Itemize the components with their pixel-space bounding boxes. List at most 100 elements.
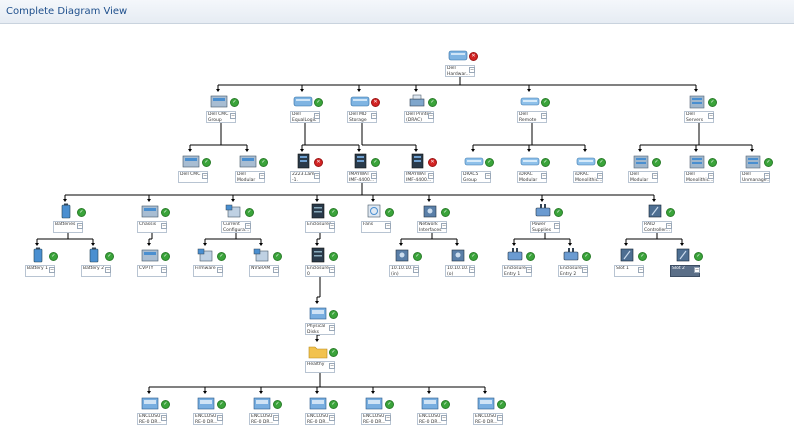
node-label: Battery 2 [81, 265, 111, 277]
diagram-node[interactable]: ✕Dell MD Storage A...− [347, 93, 381, 141]
collapse-toggle[interactable]: − [105, 267, 111, 273]
diagram-node[interactable]: ✓Enclosures− [305, 203, 339, 251]
diagram-node[interactable]: ✓ENCLOSU RE-0 DR...− [193, 395, 227, 443]
diagram-node[interactable]: ✕IMAYWAT IMF-4400...− [404, 153, 438, 201]
diagram-node[interactable]: ✓Dell CMC Group− [206, 93, 240, 141]
collapse-toggle[interactable]: − [441, 415, 447, 421]
collapse-toggle[interactable]: − [638, 267, 644, 273]
collapse-toggle[interactable]: − [652, 173, 658, 179]
collapse-toggle[interactable]: − [329, 267, 335, 273]
collapse-toggle[interactable]: − [77, 223, 83, 229]
collapse-toggle[interactable]: − [314, 173, 320, 179]
collapse-toggle[interactable]: − [217, 267, 223, 273]
diagram-node[interactable]: ✕2223.Lam -1. VECOL...− [290, 153, 324, 201]
collapse-toggle[interactable]: − [526, 267, 532, 273]
disk-icon [251, 395, 273, 411]
connector-arrow [315, 339, 319, 342]
collapse-toggle[interactable]: − [245, 223, 251, 229]
collapse-toggle[interactable]: − [428, 113, 434, 119]
diagram-node[interactable]: ✓iDRAC Modular G...− [517, 153, 551, 201]
collapse-toggle[interactable]: − [202, 173, 208, 179]
diagram-node[interactable]: ✓CVPTY− [137, 247, 171, 295]
diagram-node[interactable]: ✕Dell Hardwar...− [445, 47, 479, 95]
collapse-toggle[interactable]: − [541, 113, 547, 119]
diagram-node[interactable]: ✓Dell Printer (DRAC)− [404, 93, 438, 141]
diagram-node[interactable]: ✓10.10.10.1 (in)− [389, 247, 423, 295]
collapse-toggle[interactable]: − [694, 267, 700, 273]
collapse-toggle[interactable]: − [582, 267, 588, 273]
diagram-node[interactable]: ✓Dell Servers− [684, 93, 718, 141]
diagram-node[interactable]: ✓Battery 2− [81, 247, 115, 295]
diagram-node[interactable]: ✓Dell Monolithic...− [684, 153, 718, 201]
collapse-toggle[interactable]: − [161, 267, 167, 273]
diagram-node[interactable]: ✓Chassis− [137, 203, 171, 251]
diagram-node[interactable]: ✓iDRAC Monolithic...− [573, 153, 607, 201]
collapse-toggle[interactable]: − [314, 113, 320, 119]
collapse-toggle[interactable]: − [541, 173, 547, 179]
collapse-toggle[interactable]: − [597, 173, 603, 179]
collapse-toggle[interactable]: − [259, 173, 265, 179]
collapse-toggle[interactable]: − [273, 267, 279, 273]
diagram-node[interactable]: ✓Current Configura...− [221, 203, 255, 251]
collapse-toggle[interactable]: − [469, 67, 475, 73]
collapse-toggle[interactable]: − [469, 267, 475, 273]
diagram-node[interactable]: ✓Slot 2− [670, 247, 704, 295]
diagram-node[interactable]: ✓Enclosure Entry 1− [502, 247, 536, 295]
diagram-node[interactable]: ✓Enclosure 0− [305, 247, 339, 295]
diagram-node[interactable]: ✓Physical Disks− [305, 305, 339, 353]
diagram-node[interactable]: ✓Dell CMC− [178, 153, 212, 201]
diagram-node[interactable]: ✓RAID Controller...− [642, 203, 676, 251]
collapse-toggle[interactable]: − [764, 173, 770, 179]
collapse-toggle[interactable]: − [441, 223, 447, 229]
diagram-node[interactable]: ✓10.10.10.1 (o)− [445, 247, 479, 295]
diagram-node[interactable]: ✓Dell Remote A...− [517, 93, 551, 141]
collapse-toggle[interactable]: − [497, 415, 503, 421]
collapse-toggle[interactable]: − [385, 415, 391, 421]
diagram-node[interactable]: ✓Healthy− [305, 343, 339, 391]
diagram-node[interactable]: ✓Slot 1− [614, 247, 648, 295]
diagram-node[interactable]: ✓NVSRAM− [249, 247, 283, 295]
node-label: 2223.Lam -1. VECOL... [290, 171, 320, 183]
diagram-node[interactable]: ✓ENCLOSU RE-0 DR...− [137, 395, 171, 443]
diagram-node[interactable]: ✓DRAC5 Group− [461, 153, 495, 201]
collapse-toggle[interactable]: − [230, 113, 236, 119]
diagram-node[interactable]: ✓IMAYWAT IMF-4400...− [347, 153, 381, 201]
diagram-node[interactable]: ✓ENCLOSU RE-0 DR...− [361, 395, 395, 443]
collapse-toggle[interactable]: − [428, 173, 434, 179]
collapse-toggle[interactable]: − [161, 223, 167, 229]
collapse-toggle[interactable]: − [329, 325, 335, 331]
diagram-node[interactable]: ✓Battery 1− [25, 247, 59, 295]
collapse-toggle[interactable]: − [554, 223, 560, 229]
collapse-toggle[interactable]: − [413, 267, 419, 273]
collapse-toggle[interactable]: − [708, 113, 714, 119]
collapse-toggle[interactable]: − [385, 223, 391, 229]
collapse-toggle[interactable]: − [708, 173, 714, 179]
collapse-toggle[interactable]: − [485, 173, 491, 179]
collapse-toggle[interactable]: − [371, 113, 377, 119]
diagram-node[interactable]: ✓ENCLOSU RE-0 DR...− [305, 395, 339, 443]
collapse-toggle[interactable]: − [329, 415, 335, 421]
collapse-toggle[interactable]: − [329, 223, 335, 229]
collapse-toggle[interactable]: − [666, 223, 672, 229]
collapse-toggle[interactable]: − [49, 267, 55, 273]
diagram-node[interactable]: ✓Enclosure Entry 2− [558, 247, 592, 295]
diagram-node[interactable]: ✓ENCLOSU RE-0 DR...− [473, 395, 507, 443]
diagram-node[interactable]: ✓Power Supplies− [530, 203, 564, 251]
diagram-node[interactable]: ✓Dell Modular C...− [235, 153, 269, 201]
diagram-node[interactable]: ✓ENCLOSU RE-0 DR...− [249, 395, 283, 443]
diagram-node[interactable]: ✓Dell Unmanage...− [740, 153, 774, 201]
collapse-toggle[interactable]: − [273, 415, 279, 421]
collapse-toggle[interactable]: − [329, 363, 335, 369]
status-ok-icon: ✓ [441, 400, 450, 409]
collapse-toggle[interactable]: − [161, 415, 167, 421]
diagram-node[interactable]: ✓Dell EqualLogic St...− [290, 93, 324, 141]
collapse-toggle[interactable]: − [371, 173, 377, 179]
diagram-node[interactable]: ✓Dell Modular S...− [628, 153, 662, 201]
diagram-node[interactable]: ✓Firmware− [193, 247, 227, 295]
diagram-node[interactable]: ✓ENCLOSU RE-0 DR...− [417, 395, 451, 443]
diagram-canvas[interactable]: ✕Dell Hardwar...− ✓Dell CMC Group− ✓Dell E… [0, 25, 794, 426]
collapse-toggle[interactable]: − [217, 415, 223, 421]
diagram-node[interactable]: ✓Network Interfaces− [417, 203, 451, 251]
diagram-node[interactable]: ✓Fans− [361, 203, 395, 251]
diagram-node[interactable]: ✓Batteries− [53, 203, 87, 251]
